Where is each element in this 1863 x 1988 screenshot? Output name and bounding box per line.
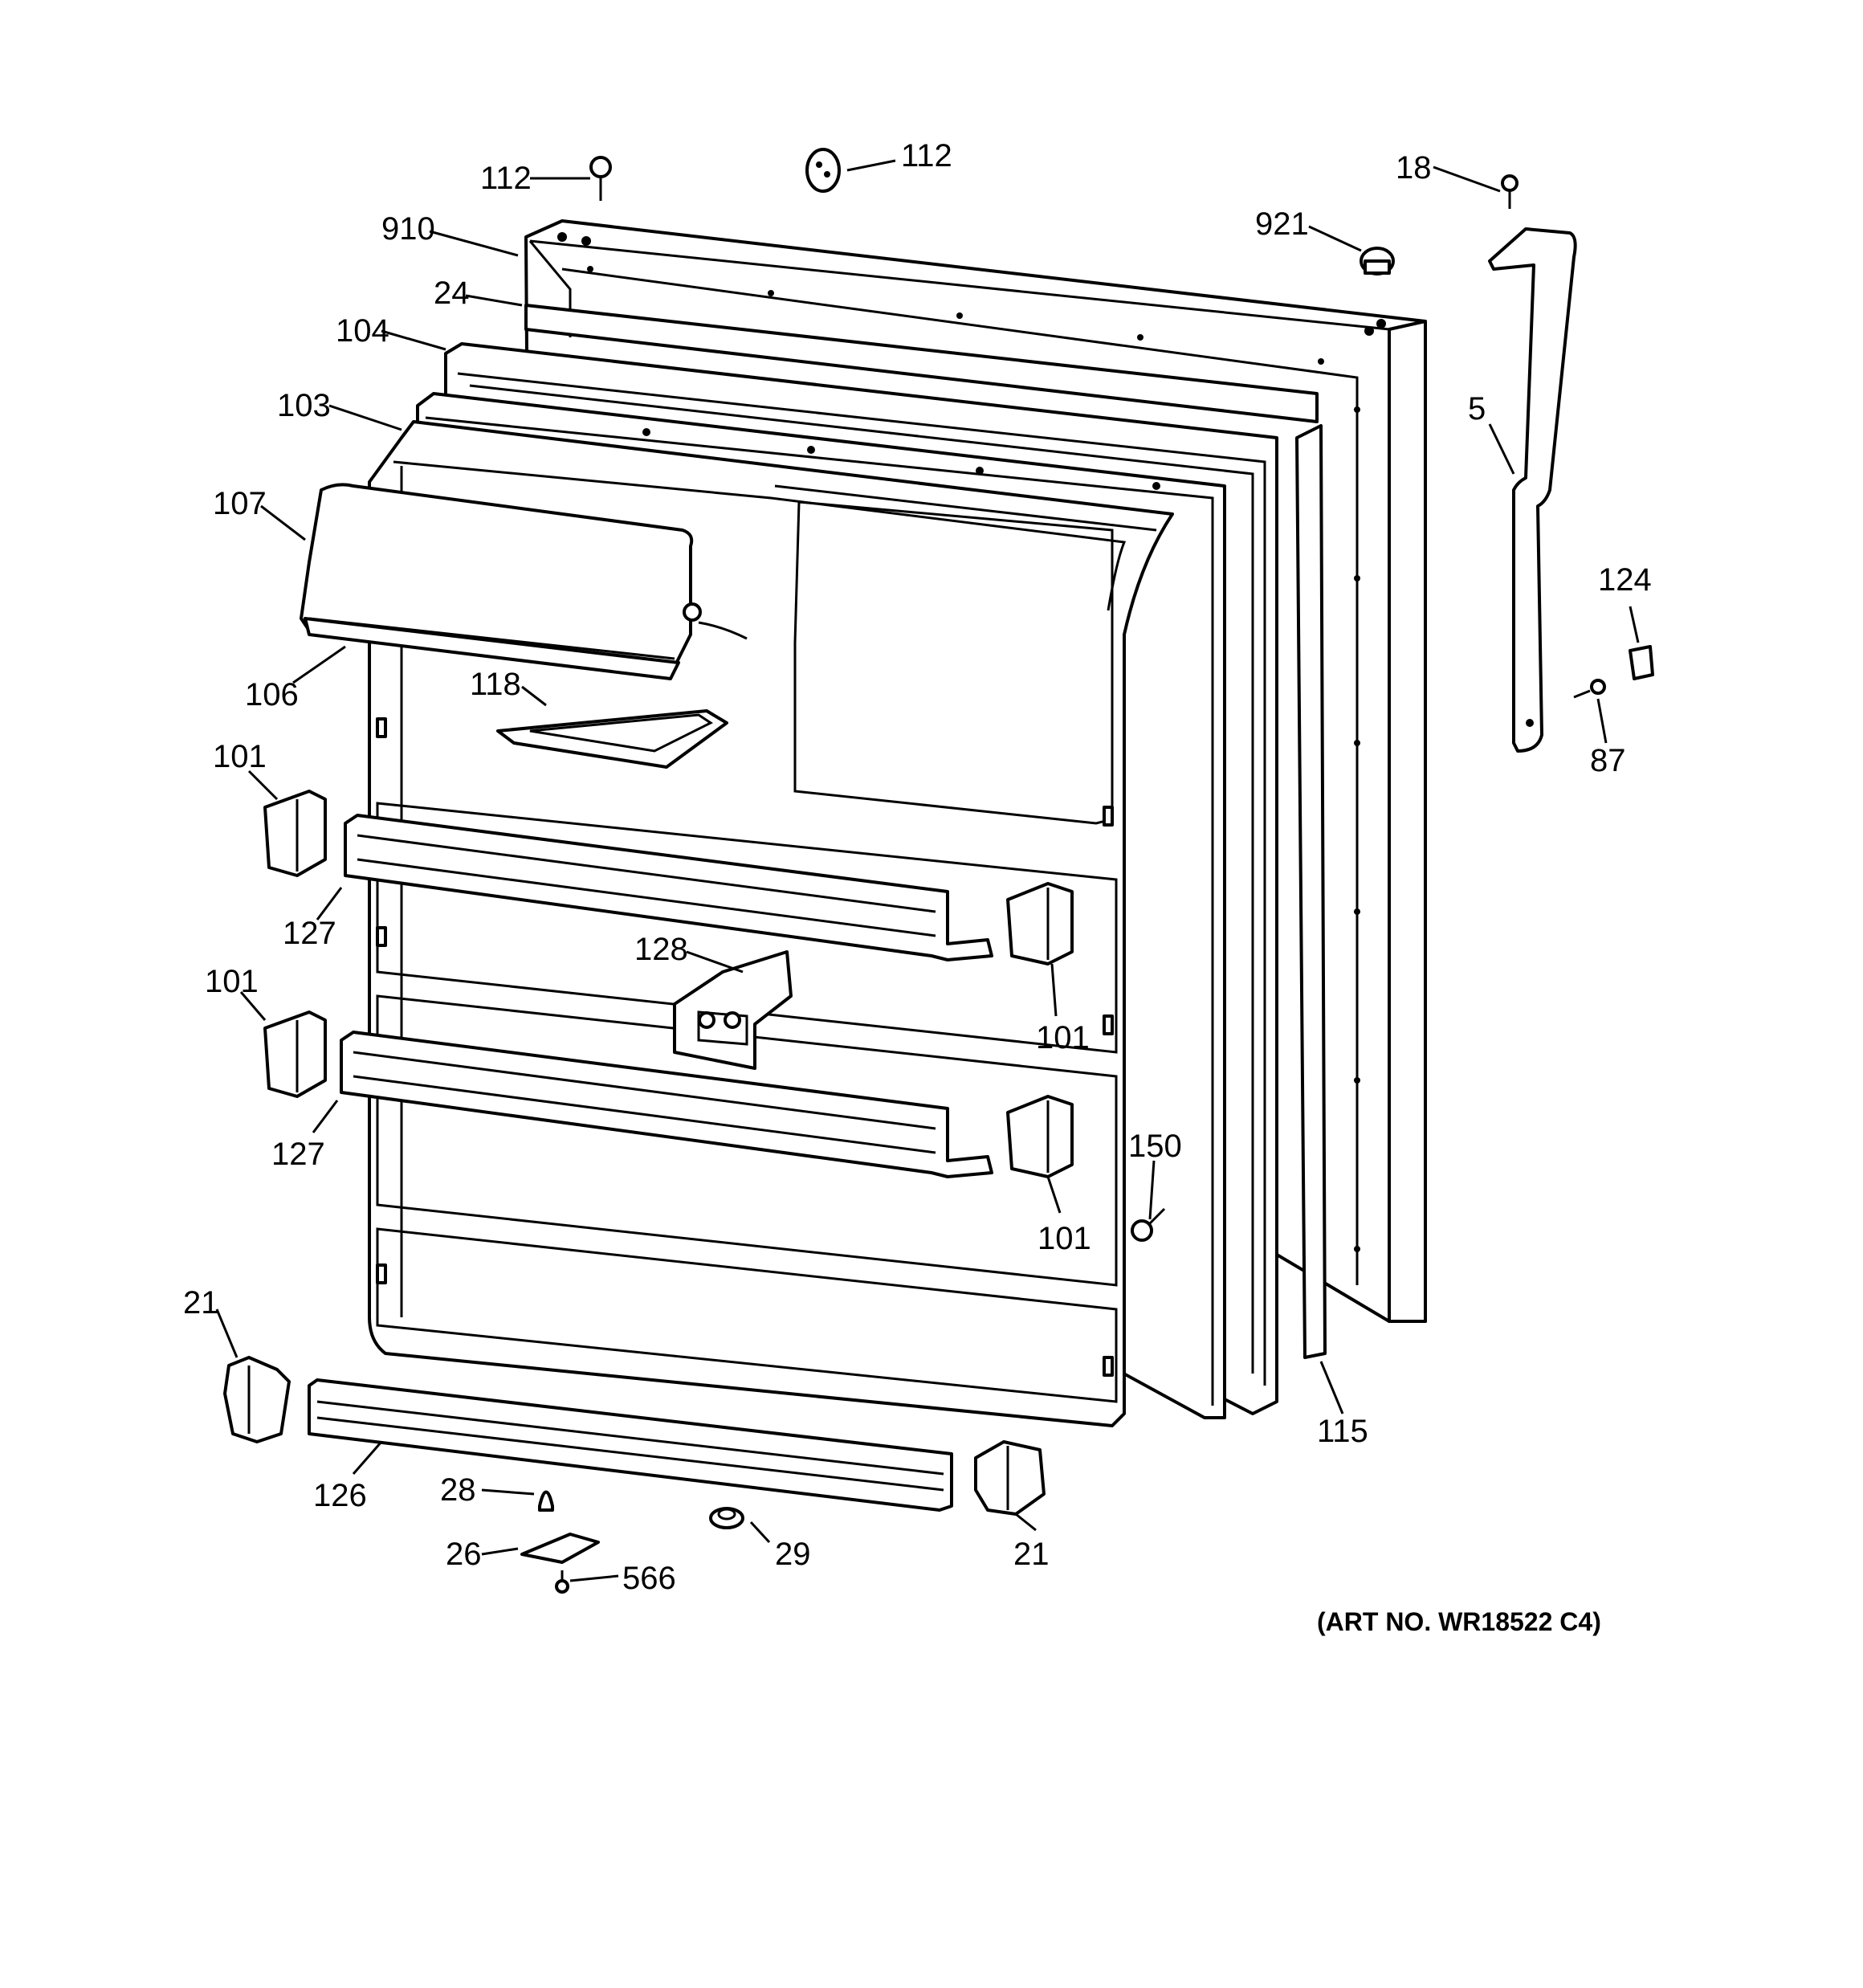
egg-tray — [496, 709, 728, 769]
screw-112 — [589, 156, 612, 201]
callout-29: 29 — [775, 1537, 811, 1572]
callout-127-a: 127 — [283, 916, 336, 951]
screw-18 — [1501, 174, 1519, 209]
callout-566: 566 — [622, 1561, 676, 1596]
callout-101-c: 101 — [205, 964, 259, 999]
dairy-compartment — [300, 483, 748, 680]
callout-21-b: 21 — [1013, 1537, 1050, 1572]
callout-labels: 112 112 910 24 104 103 107 106 118 101 1… — [183, 138, 1652, 1596]
callout-28: 28 — [440, 1472, 476, 1508]
handle-5 — [1488, 227, 1577, 753]
part-124 — [1629, 645, 1654, 680]
callout-103: 103 — [277, 388, 331, 423]
art-number: (ART NO. WR18522 C4) — [1317, 1607, 1601, 1636]
bottom-trim — [308, 1378, 953, 1512]
shelf-bar-lower — [340, 1031, 993, 1178]
callout-21-a: 21 — [183, 1285, 219, 1321]
callout-104: 104 — [336, 313, 389, 349]
callout-124: 124 — [1598, 562, 1652, 598]
breaker-strip — [524, 304, 1319, 423]
callout-26: 26 — [446, 1537, 482, 1572]
callout-5: 5 — [1468, 391, 1486, 427]
leader-lines — [215, 159, 1640, 1582]
callout-112-screw: 112 — [480, 161, 532, 196]
callout-118: 118 — [470, 667, 521, 702]
callout-87: 87 — [1590, 743, 1626, 778]
plug-921 — [1360, 247, 1395, 276]
hinge-left — [223, 1356, 291, 1443]
part-28 — [538, 1490, 554, 1512]
callout-107: 107 — [213, 486, 267, 521]
callout-112-plug: 112 — [901, 138, 952, 173]
callout-126: 126 — [313, 1478, 367, 1513]
shelf-bar-upper — [344, 814, 993, 961]
callout-921: 921 — [1255, 206, 1309, 242]
callout-127-b: 127 — [271, 1137, 325, 1172]
shelf-end-left-lower — [263, 1010, 327, 1098]
callout-24: 24 — [434, 276, 470, 311]
callout-910: 910 — [381, 211, 435, 247]
callout-101-d: 101 — [1037, 1221, 1091, 1256]
plug-112 — [805, 148, 841, 193]
screw-87 — [1573, 679, 1606, 699]
screw-566 — [555, 1570, 569, 1594]
magnetic-strip — [1295, 424, 1327, 1359]
hinge-right — [974, 1440, 1046, 1516]
screw-150 — [1131, 1207, 1166, 1242]
shelf-end-left-upper — [263, 790, 327, 877]
callout-106: 106 — [245, 677, 299, 712]
callout-101-b: 101 — [1036, 1020, 1090, 1055]
callout-18: 18 — [1396, 150, 1432, 186]
callout-115: 115 — [1317, 1414, 1368, 1449]
callout-128: 128 — [634, 932, 688, 967]
callout-150: 150 — [1128, 1129, 1182, 1164]
part-29 — [709, 1507, 744, 1529]
callout-101-a: 101 — [213, 739, 267, 774]
shelf-end-right-upper — [1006, 882, 1074, 965]
part-26 — [520, 1533, 600, 1564]
shelf-end-right-lower — [1006, 1095, 1074, 1178]
